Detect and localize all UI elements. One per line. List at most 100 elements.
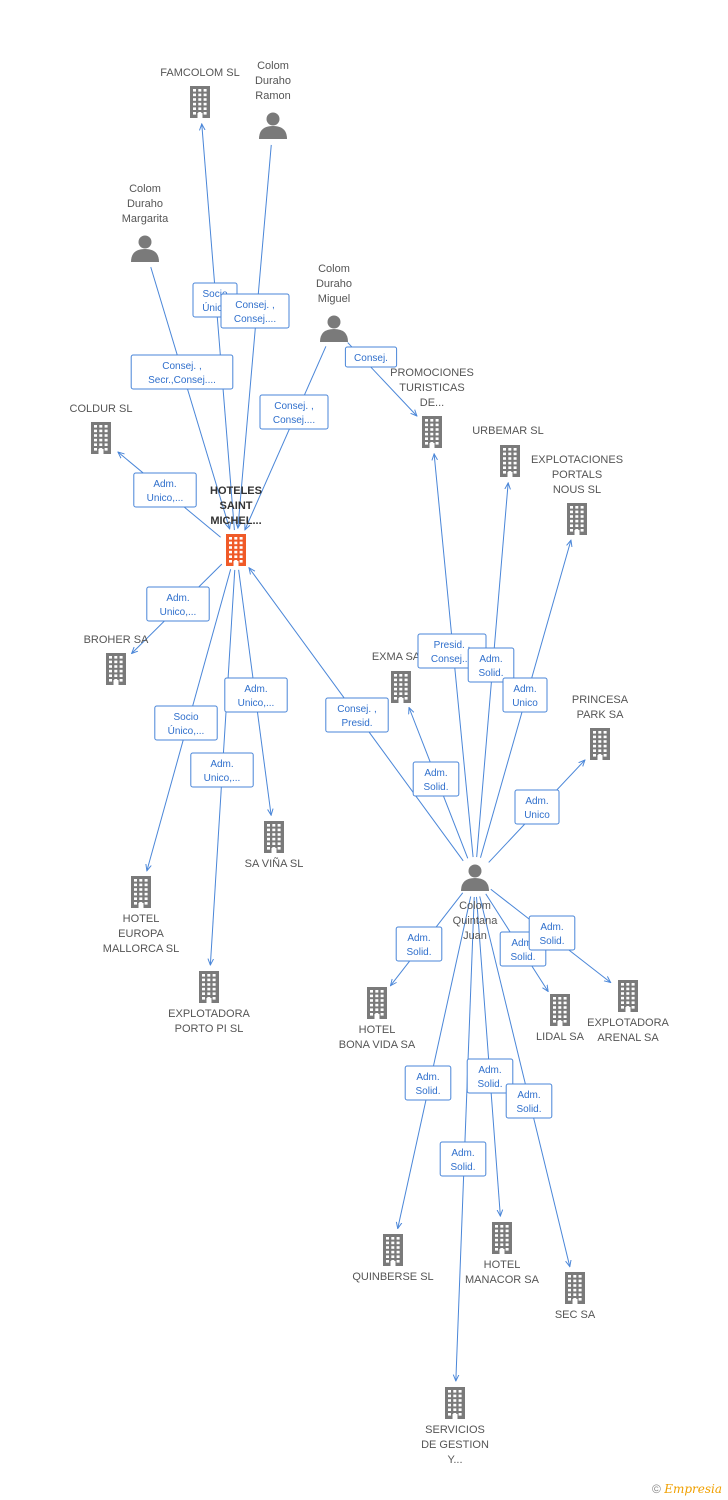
building-icon bbox=[383, 1234, 403, 1266]
node-savina[interactable]: SA VIÑA SL bbox=[245, 821, 304, 870]
building-icon bbox=[492, 1222, 512, 1254]
edge-label-colom_miguel-to-promociones[interactable]: Consej. bbox=[344, 346, 398, 368]
edge-colom_juan-to-quinberse bbox=[398, 896, 472, 1229]
edge-label-text: Solid. bbox=[415, 1086, 440, 1097]
edge-label-colom_margarita-to-hoteles[interactable]: Consej. ,Secr.,Consej.... bbox=[130, 354, 234, 390]
building-icon bbox=[264, 821, 284, 853]
node-label: Miguel bbox=[318, 293, 350, 305]
edge-label-colom_juan-to-exma[interactable]: Adm.Solid. bbox=[412, 761, 460, 797]
node-label: Duraho bbox=[127, 198, 163, 210]
edge-label-colom_juan-to-manacor[interactable]: Adm.Solid. bbox=[466, 1058, 514, 1094]
edge-label-text: Adm. bbox=[416, 1072, 439, 1083]
node-label: MICHEL... bbox=[210, 515, 261, 527]
building-icon bbox=[500, 445, 520, 477]
edge-label-text: Adm. bbox=[511, 938, 534, 949]
edge-label-text: Solid. bbox=[450, 1162, 475, 1173]
edge-label-colom_juan-to-explotaciones[interactable]: Adm.Unico bbox=[502, 677, 548, 713]
edge-colom_margarita-to-hoteles bbox=[150, 267, 230, 529]
node-label: PORTALS bbox=[552, 469, 602, 481]
building-icon bbox=[91, 422, 111, 454]
node-label: Ramon bbox=[255, 90, 290, 102]
node-hoteles[interactable]: HOTELESSAINTMICHEL... bbox=[210, 485, 262, 566]
edge-label-colom_miguel-to-hoteles[interactable]: Consej. , Consej.... bbox=[259, 394, 329, 430]
edge-label-colom_juan-to-urbemar[interactable]: Adm.Solid. bbox=[467, 647, 515, 683]
node-label: MANACOR SA bbox=[465, 1274, 540, 1286]
node-label: ARENAL SA bbox=[597, 1032, 659, 1044]
node-label: SA VIÑA SL bbox=[245, 857, 304, 870]
node-urbemar[interactable]: URBEMAR SL bbox=[472, 425, 544, 477]
node-label: NOUS SL bbox=[553, 484, 601, 496]
node-label: HOTEL bbox=[359, 1024, 396, 1036]
node-label: PORTO PI SL bbox=[175, 1023, 244, 1035]
edge-label-hoteles-to-broher[interactable]: Adm.Unico,... bbox=[146, 586, 210, 622]
node-exma[interactable]: EXMA SA bbox=[372, 651, 421, 703]
edge-label-colom_juan-to-sec[interactable]: Adm.Solid. bbox=[505, 1083, 553, 1119]
node-label: Margarita bbox=[122, 213, 169, 225]
edge-label-hoteles-to-europa[interactable]: SocioÚnico,... bbox=[154, 705, 218, 741]
node-label: PARK SA bbox=[577, 709, 625, 721]
edge-label-text: Adm. bbox=[153, 479, 176, 490]
node-label: DE GESTION bbox=[421, 1439, 489, 1451]
edge-label-text: Consej.... bbox=[273, 415, 315, 426]
building-icon bbox=[190, 86, 210, 118]
person-icon bbox=[461, 864, 489, 891]
node-label: URBEMAR SL bbox=[472, 425, 544, 437]
edge-label-text: Consej. , bbox=[235, 300, 274, 311]
edge-label-text: Adm. bbox=[244, 684, 267, 695]
brand-logo[interactable]: Empresia bbox=[664, 1482, 722, 1496]
edge-label-hoteles-to-portopi[interactable]: Adm.Unico,... bbox=[190, 752, 254, 788]
node-label: Colom bbox=[257, 60, 289, 72]
node-label: Colom bbox=[318, 263, 350, 275]
edge-colom_miguel-to-hoteles bbox=[245, 346, 327, 530]
edge-label-colom_juan-to-arenal[interactable]: Adm.Solid. bbox=[528, 915, 576, 951]
edge-label-text: Consej.... bbox=[234, 314, 276, 325]
node-label: Quintana bbox=[453, 915, 499, 927]
edge-label-text: Socio bbox=[202, 289, 227, 300]
edge-label-colom_juan-to-princesa[interactable]: Adm.Unico bbox=[514, 789, 560, 825]
edge-label-text: Único,... bbox=[168, 724, 205, 737]
edge-label-text: Consej. , bbox=[274, 401, 313, 412]
node-label: EXMA SA bbox=[372, 651, 421, 663]
node-label: EXPLOTACIONES bbox=[531, 454, 623, 466]
node-label: Duraho bbox=[316, 278, 352, 290]
node-promociones[interactable]: PROMOCIONESTURISTICASDE... bbox=[390, 367, 474, 448]
node-label: Y... bbox=[447, 1454, 462, 1466]
edge-colom_juan-to-manacor bbox=[475, 896, 500, 1216]
edge-label-hoteles-to-coldur[interactable]: Adm.Unico,... bbox=[133, 472, 197, 508]
building-icon bbox=[618, 980, 638, 1012]
edge-label-text: Solid. bbox=[477, 1079, 502, 1090]
edge-label-text: Solid. bbox=[510, 952, 535, 963]
node-label: Juan bbox=[463, 930, 487, 942]
node-lidal[interactable]: LIDAL SA bbox=[536, 994, 585, 1043]
node-coldur[interactable]: COLDUR SL bbox=[70, 403, 133, 454]
node-label: MALLORCA SL bbox=[103, 943, 179, 955]
edge-label-colom_juan-to-quinberse[interactable]: Adm. Solid. bbox=[404, 1065, 452, 1101]
edges-layer bbox=[118, 124, 611, 1381]
node-broher[interactable]: BROHER SA bbox=[84, 634, 149, 685]
building-icon bbox=[226, 534, 246, 566]
node-famcolom[interactable]: FAMCOLOM SL bbox=[160, 67, 240, 118]
edge-label-colom_ramon-to-hoteles[interactable]: Consej. , Consej.... bbox=[220, 293, 290, 329]
edge-label-colom_juan-to-bonavida[interactable]: Adm.Solid. bbox=[395, 926, 443, 962]
node-explotaciones[interactable]: EXPLOTACIONES PORTALS NOUS SL bbox=[531, 454, 623, 535]
edge-label-text: Adm. bbox=[517, 1090, 540, 1101]
node-label: QUINBERSE SL bbox=[352, 1271, 433, 1283]
node-quinberse[interactable]: QUINBERSE SL bbox=[352, 1234, 434, 1283]
building-icon bbox=[550, 994, 570, 1026]
edge-label-colom_juan-to-hoteles[interactable]: Consej. ,Presid. bbox=[325, 697, 389, 733]
node-sec[interactable]: SEC SA bbox=[555, 1272, 596, 1321]
edge-label-hoteles-to-savina[interactable]: Adm.Unico,... bbox=[224, 677, 288, 713]
edge-label-colom_juan-to-servicios[interactable]: Adm.Solid. bbox=[439, 1141, 487, 1177]
